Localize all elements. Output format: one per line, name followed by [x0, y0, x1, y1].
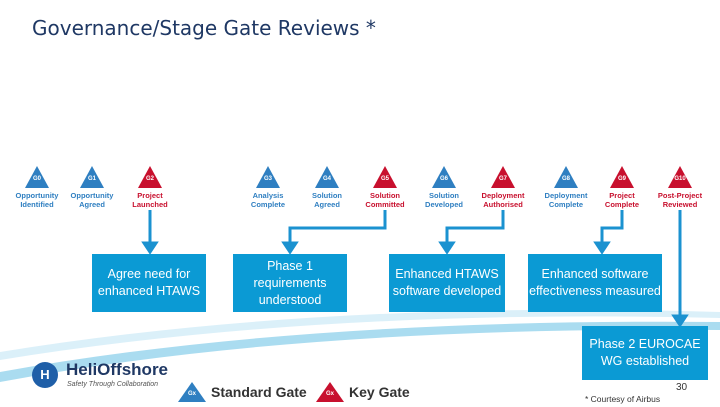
gate-g7: G7 Deployment Authorised [473, 166, 533, 209]
milestone-box: Agree need for enhanced HTAWS [92, 254, 206, 312]
gate-g6: G6 Solution Developed [414, 166, 474, 209]
milestone-box: Enhanced HTAWS software developed [389, 254, 505, 312]
gate-g0: G0 Opportunity Identified [7, 166, 67, 209]
standard-gate-icon: G3 [256, 166, 280, 188]
gate-g1: G1 Opportunity Agreed [62, 166, 122, 209]
standard-gate-icon: G4 [315, 166, 339, 188]
gate-g5: G5 Solution Committed [355, 166, 415, 209]
legend-standard: Gx Standard Gate [178, 382, 307, 402]
gate-g8: G8 Deployment Complete [536, 166, 596, 209]
standard-gate-icon: G0 [25, 166, 49, 188]
gate-label: Analysis Complete [250, 191, 286, 209]
logo-tagline: Safety Through Collaboration [67, 381, 159, 388]
milestone-box: Phase 1 requirements understood [233, 254, 347, 312]
legend-key-label: Key Gate [349, 384, 410, 400]
key-gate-icon: G10 [668, 166, 692, 188]
gate-label: Solution Committed [365, 191, 405, 209]
gate-label: Solution Developed [425, 191, 463, 209]
key-gate-icon: G7 [491, 166, 515, 188]
logo-name: HeliOffshore [66, 360, 169, 379]
key-gate-icon: G9 [610, 166, 634, 188]
gate-g10: G10 Post-Project Reviewed [650, 166, 710, 209]
gate-label: Project Complete [604, 191, 640, 209]
legend-standard-label: Standard Gate [211, 384, 307, 400]
page-title: Governance/Stage Gate Reviews * [32, 16, 376, 40]
standard-gate-icon: G6 [432, 166, 456, 188]
gate-g2: G2 Project Launched [120, 166, 180, 209]
gate-g9: G9 Project Complete [592, 166, 652, 209]
milestone-box: Phase 2 EUROCAE WG established [582, 326, 708, 380]
gate-label: Opportunity Identified [15, 191, 59, 209]
milestone-box: Enhanced software effectiveness measured [528, 254, 662, 312]
gate-g4: G4 Solution Agreed [297, 166, 357, 209]
key-gate-icon: G5 [373, 166, 397, 188]
standard-gate-icon: G1 [80, 166, 104, 188]
page-number: 30 [676, 382, 688, 393]
gate-label: Solution Agreed [312, 191, 342, 209]
key-gate-icon: G2 [138, 166, 162, 188]
standard-gate-icon: G8 [554, 166, 578, 188]
legend-key: Gx Key Gate [316, 382, 410, 402]
courtesy-note: * Courtesy of Airbus [585, 394, 661, 404]
gate-label: Project Launched [132, 191, 168, 209]
gate-label: Post-Project Reviewed [657, 191, 703, 209]
gate-g3: G3 Analysis Complete [238, 166, 298, 209]
heli-offshore-logo-icon: H [32, 362, 58, 388]
gate-label: Opportunity Agreed [70, 191, 114, 209]
gate-label: Deployment Complete [544, 191, 588, 209]
key-gate-icon: Gx [316, 382, 344, 402]
gate-label: Deployment Authorised [481, 191, 525, 209]
standard-gate-icon: Gx [178, 382, 206, 402]
